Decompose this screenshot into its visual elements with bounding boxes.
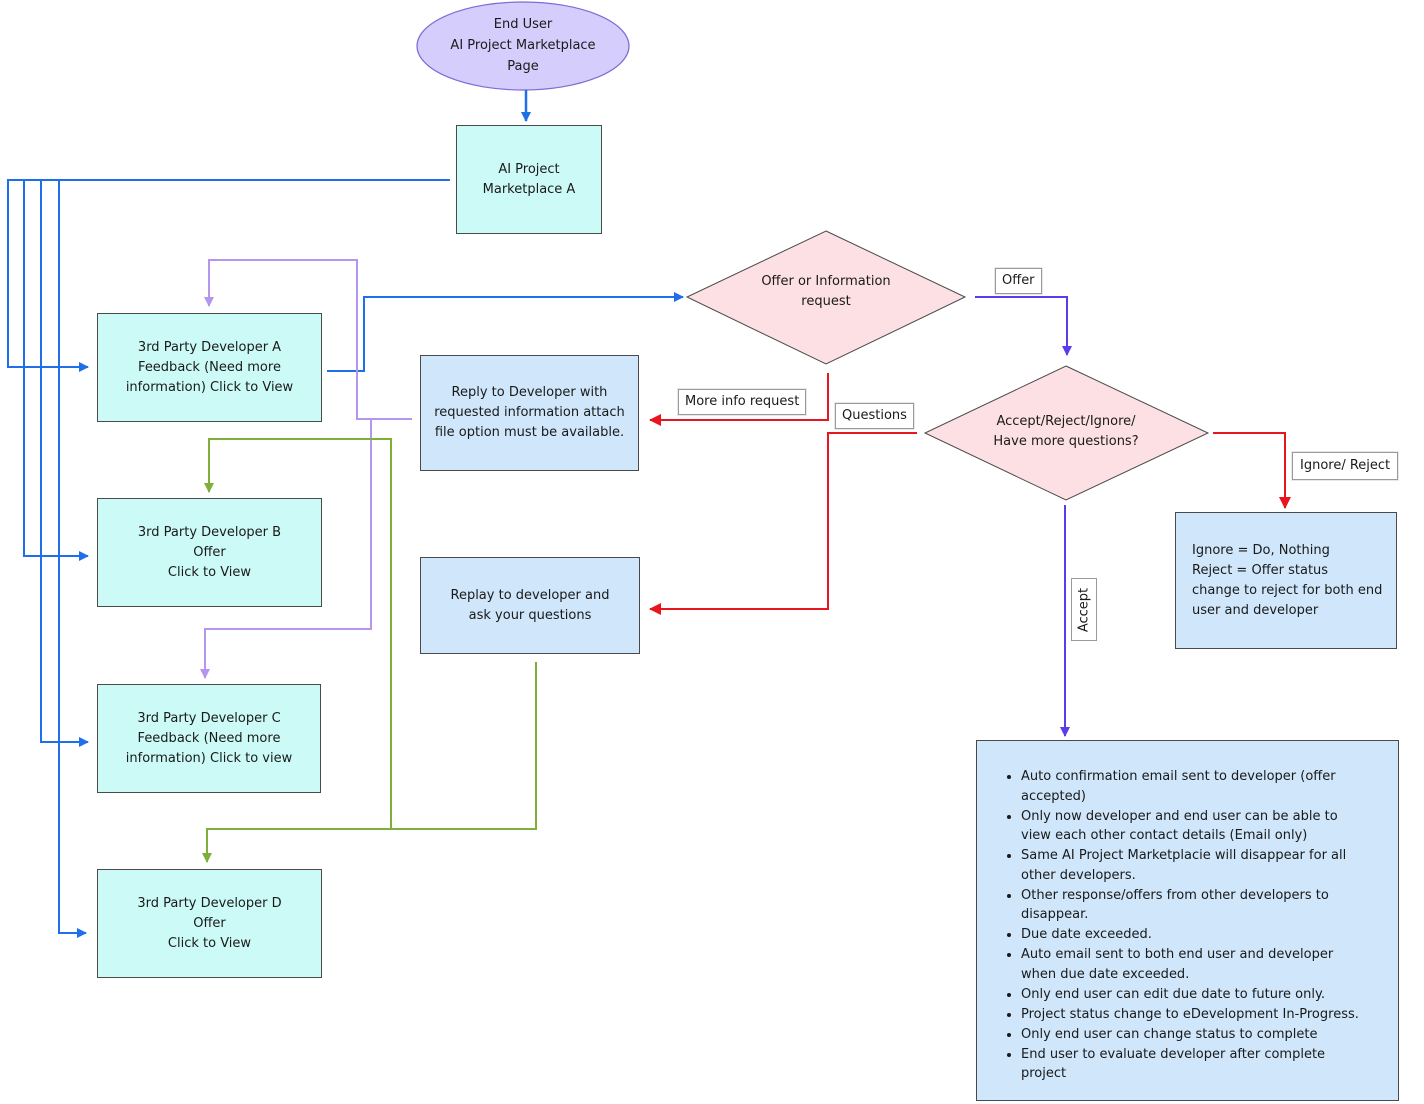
- accept-outcomes-node[interactable]: Auto confirmation email sent to develope…: [976, 740, 1399, 1101]
- outcome-item: Same AI Project Marketplacie will disapp…: [1021, 846, 1368, 885]
- edge-reply-to-dev-a: [204, 259, 412, 420]
- edge-more-info: [649, 373, 829, 426]
- outcome-item: Auto email sent to both end user and dev…: [1021, 945, 1368, 984]
- developer-c-label: 3rd Party Developer C Feedback (Need mor…: [125, 710, 293, 766]
- reply-questions-node[interactable]: Replay to developer and ask your questio…: [420, 557, 640, 654]
- edge-label-questions: Questions: [835, 403, 914, 429]
- outcome-item: End user to evaluate developer after com…: [1021, 1045, 1368, 1084]
- edge-label-accept-text: Accept: [1076, 587, 1092, 632]
- edge-ignore-reject: [1213, 432, 1291, 509]
- outcome-item: Project status change to eDevelopment In…: [1021, 1005, 1368, 1025]
- ignore-reject-label: Ignore = Do, Nothing Reject = Offer stat…: [1192, 542, 1383, 618]
- edges-marketplace-to-developers: [7, 179, 450, 938]
- edge-reply-to-dev-c: [200, 419, 372, 679]
- edge-label-accept: Accept: [1071, 578, 1097, 641]
- accept-outcomes-list: Auto confirmation email sent to develope…: [977, 741, 1398, 1084]
- edge-replay-to-dev-d: [202, 662, 537, 863]
- marketplace-node[interactable]: AI Project Marketplace A: [456, 125, 602, 234]
- developer-a-node[interactable]: 3rd Party Developer A Feedback (Need mor…: [97, 313, 322, 422]
- outcome-item: Only end user can edit due date to futur…: [1021, 985, 1368, 1005]
- edge-label-more-info: More info request: [678, 389, 807, 415]
- developer-d-node[interactable]: 3rd Party Developer D Offer Click to Vie…: [97, 869, 322, 978]
- developer-a-label: 3rd Party Developer A Feedback (Need mor…: [125, 339, 294, 395]
- edge-green-to-dev-b: [204, 438, 392, 829]
- reply-info-label: Reply to Developer with requested inform…: [434, 385, 625, 440]
- developer-b-label: 3rd Party Developer B Offer Click to Vie…: [137, 524, 282, 580]
- outcome-item: Only end user can change status to compl…: [1021, 1025, 1368, 1045]
- developer-c-node[interactable]: 3rd Party Developer C Feedback (Need mor…: [97, 684, 321, 793]
- developer-b-node[interactable]: 3rd Party Developer B Offer Click to Vie…: [97, 498, 322, 607]
- edge-questions: [649, 432, 917, 615]
- offer-decision-diamond: [685, 230, 967, 365]
- ignore-reject-node[interactable]: Ignore = Do, Nothing Reject = Offer stat…: [1175, 512, 1397, 649]
- outcome-item: Due date exceeded.: [1021, 925, 1368, 945]
- accept-decision-label: Accept/Reject/Ignore/ Have more question…: [993, 414, 1139, 449]
- edge-dev-a-to-decision: [327, 292, 684, 372]
- accept-decision-diamond: [923, 365, 1210, 501]
- outcome-item: Auto confirmation email sent to develope…: [1021, 767, 1368, 806]
- developer-d-label: 3rd Party Developer D Offer Click to Vie…: [137, 895, 282, 951]
- offer-decision-label: Offer or Information request: [761, 274, 891, 309]
- marketplace-node-label: AI Project Marketplace A: [482, 161, 576, 197]
- outcome-item: Other response/offers from other develop…: [1021, 886, 1368, 925]
- outcome-item: Only now developer and end user can be a…: [1021, 807, 1368, 846]
- start-node-label: End User AI Project Marketplace Page: [450, 17, 596, 74]
- start-oval: [416, 1, 630, 91]
- edge-offer-to-accept: [975, 296, 1072, 356]
- reply-questions-label: Replay to developer and ask your questio…: [450, 587, 610, 623]
- edge-label-offer: Offer: [995, 268, 1042, 294]
- edge-label-ignore-reject: Ignore/ Reject: [1292, 452, 1399, 480]
- reply-info-node[interactable]: Reply to Developer with requested inform…: [420, 355, 639, 471]
